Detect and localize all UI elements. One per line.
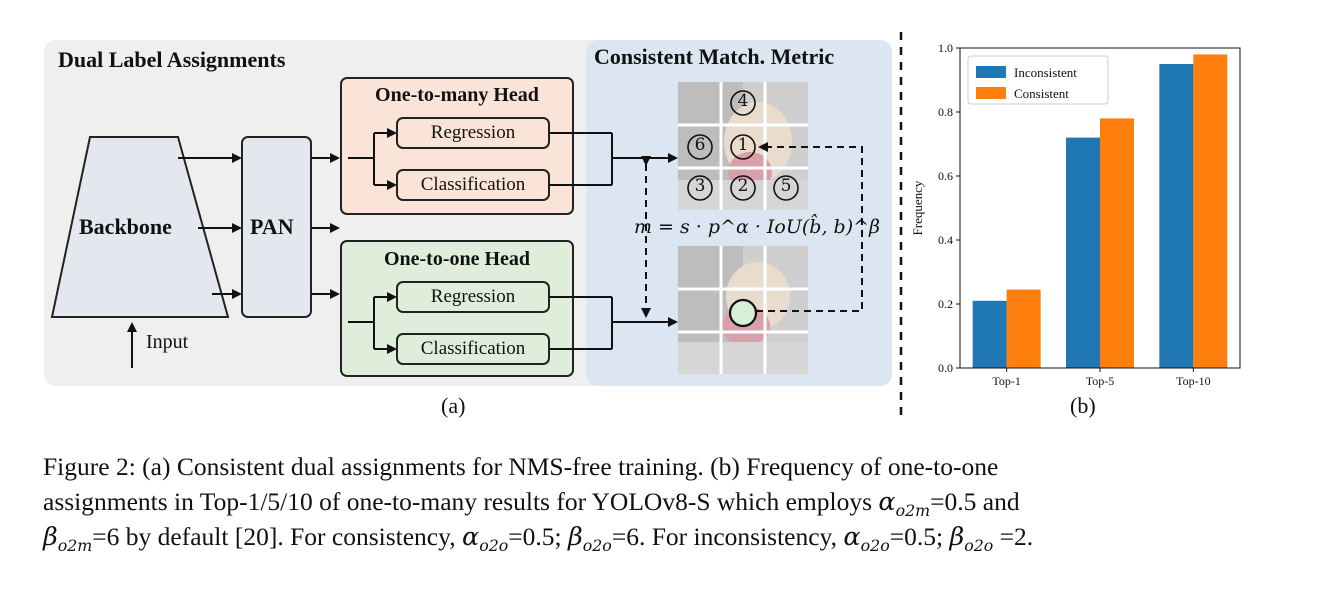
panel-label-a: (a) bbox=[441, 393, 466, 418]
legend-label-inconsistent: Inconsistent bbox=[1014, 65, 1077, 80]
caption-line-2-text: assignments in Top-1/5/10 of one-to-many… bbox=[43, 487, 872, 516]
one-to-one-title: One-to-one Head bbox=[383, 248, 531, 270]
bar-consistent-top-1 bbox=[1006, 289, 1041, 368]
backbone-label: Backbone bbox=[79, 214, 172, 239]
bar-inconsistent-top-10 bbox=[1159, 64, 1194, 368]
anchor-markers bbox=[687, 90, 799, 201]
beta-o2o-1: βo2o bbox=[567, 522, 612, 556]
caption-line-1: Figure 2: (a) Consistent dual assignment… bbox=[43, 452, 999, 481]
anchor-3: 3 bbox=[694, 176, 706, 196]
anchor-1: 1 bbox=[737, 135, 749, 155]
x-tick-label-top-10: Top-10 bbox=[1176, 374, 1211, 388]
anchor-5: 5 bbox=[780, 176, 792, 196]
panel-separator bbox=[899, 32, 903, 422]
legend-swatch-consistent bbox=[976, 87, 1006, 99]
one-to-one-box bbox=[340, 240, 574, 377]
y-tick-label: 0.6 bbox=[938, 169, 953, 183]
alpha-o2m: αo2m bbox=[878, 487, 931, 521]
y-tick-label: 1.0 bbox=[938, 41, 953, 55]
alpha-o2o-2: αo2o bbox=[843, 522, 890, 556]
consistent-metric-title: Consistent Match. Metric bbox=[594, 44, 835, 69]
bar-inconsistent-top-1 bbox=[972, 300, 1007, 368]
y-tick-label: 0.8 bbox=[938, 105, 953, 119]
panel-label-b: (b) bbox=[1070, 393, 1096, 418]
pan-label: PAN bbox=[250, 214, 294, 239]
one-to-one-regression: Regression bbox=[430, 286, 516, 307]
y-tick-label: 0.4 bbox=[938, 233, 953, 247]
one-to-many-title: One-to-many Head bbox=[375, 84, 539, 106]
x-tick-label-top-1: Top-1 bbox=[992, 374, 1021, 388]
caption-line-3-e: =2. bbox=[999, 522, 1034, 551]
beta-o2o-2: βo2o bbox=[949, 522, 994, 556]
backbone-shape bbox=[50, 136, 230, 318]
frequency-bar-chart: Top-1 Top-5 Top-10 0.0 0.2 0.4 0.6 0.8 1.0Freque… bbox=[910, 41, 1241, 388]
dual-label-title: Dual Label Assignments bbox=[58, 47, 286, 72]
one-to-many-regression: Regression bbox=[430, 122, 516, 143]
y-tick-label: 0.0 bbox=[938, 361, 953, 375]
y-tick-label: 0.2 bbox=[938, 297, 953, 311]
caption-line-3-a: =6 by default [20]. For consistency, bbox=[92, 522, 456, 551]
bar-consistent-top-5 bbox=[1100, 118, 1134, 369]
input-label: Input bbox=[146, 331, 189, 353]
one-to-many-classification: Classification bbox=[420, 174, 526, 195]
bar-consistent-top-10 bbox=[1193, 54, 1228, 369]
caption-line-3-d: =0.5; bbox=[889, 522, 944, 551]
metric-formula: m = s · p^α · IoU(b̂, b)^β bbox=[634, 216, 881, 238]
legend-swatch-inconsistent bbox=[976, 66, 1006, 78]
caption-line-3-b: =0.5; bbox=[508, 522, 562, 551]
caption-line-2: assignments in Top-1/5/10 of one-to-many… bbox=[43, 484, 1020, 528]
anchor-6: 6 bbox=[694, 135, 706, 155]
caption-line-2-end: =0.5 and bbox=[930, 487, 1020, 516]
plot-frame bbox=[959, 47, 1241, 369]
anchor-2: 2 bbox=[737, 176, 749, 196]
caption-line-3-c: =6. For inconsistency, bbox=[611, 522, 838, 551]
caption-line-3: βo2m=6 by default [20]. For consistency,… bbox=[43, 519, 1033, 563]
anchor-4: 4 bbox=[737, 91, 749, 111]
alpha-o2o-1: αo2o bbox=[461, 522, 509, 556]
architecture-diagram bbox=[50, 77, 863, 377]
one-to-many-box bbox=[340, 77, 574, 215]
y-axis-label: Frequency bbox=[910, 180, 925, 235]
bar-inconsistent-top-5 bbox=[1066, 137, 1100, 368]
x-tick-label-top-5: Top-5 bbox=[1086, 374, 1115, 388]
legend-label-consistent: Consistent bbox=[1014, 86, 1069, 101]
beta-o2m: βo2m bbox=[43, 522, 93, 556]
one-to-one-classification: Classification bbox=[420, 338, 526, 359]
